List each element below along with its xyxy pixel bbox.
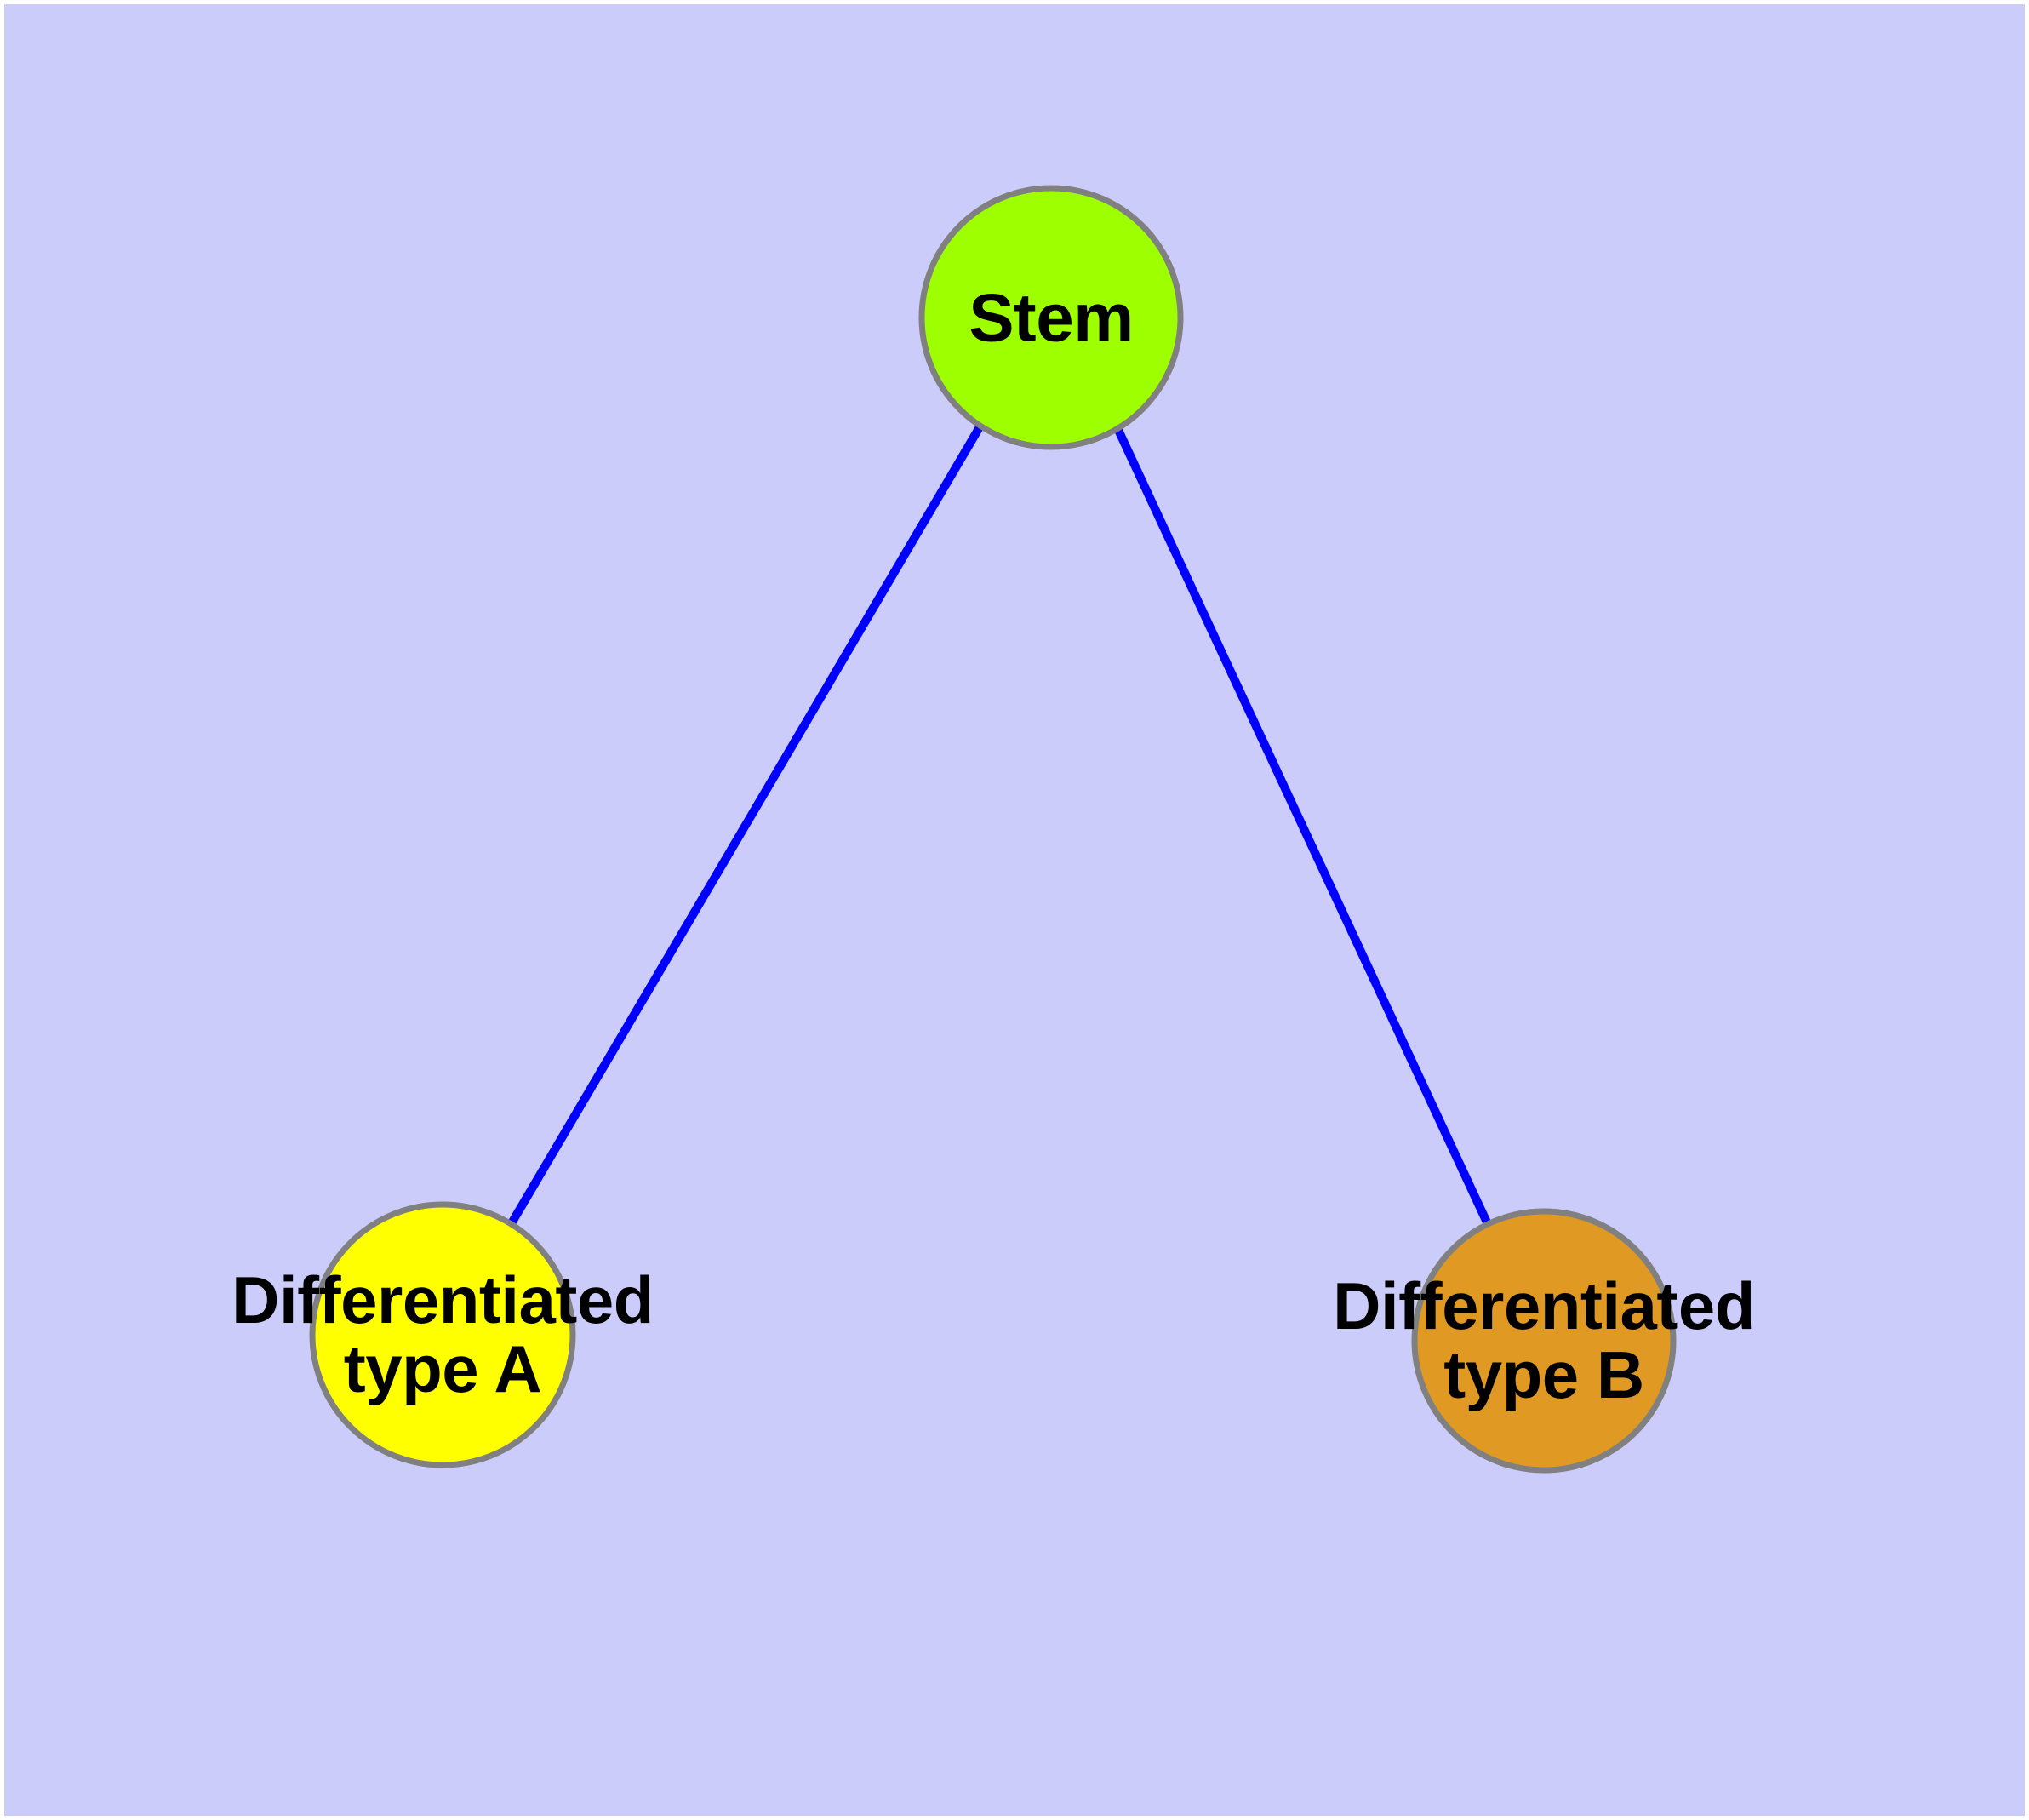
edges-group: [507, 423, 1492, 1227]
edge-stem-to-differentiated-type-b: [1113, 426, 1492, 1227]
nodes-group: [309, 185, 1677, 1474]
node-circle-differentiated-type-a[interactable]: [309, 1201, 576, 1468]
node-circle-differentiated-type-b[interactable]: [1411, 1208, 1677, 1474]
edge-stem-to-differentiated-type-a: [507, 423, 985, 1226]
node-circle-stem[interactable]: [918, 185, 1184, 450]
